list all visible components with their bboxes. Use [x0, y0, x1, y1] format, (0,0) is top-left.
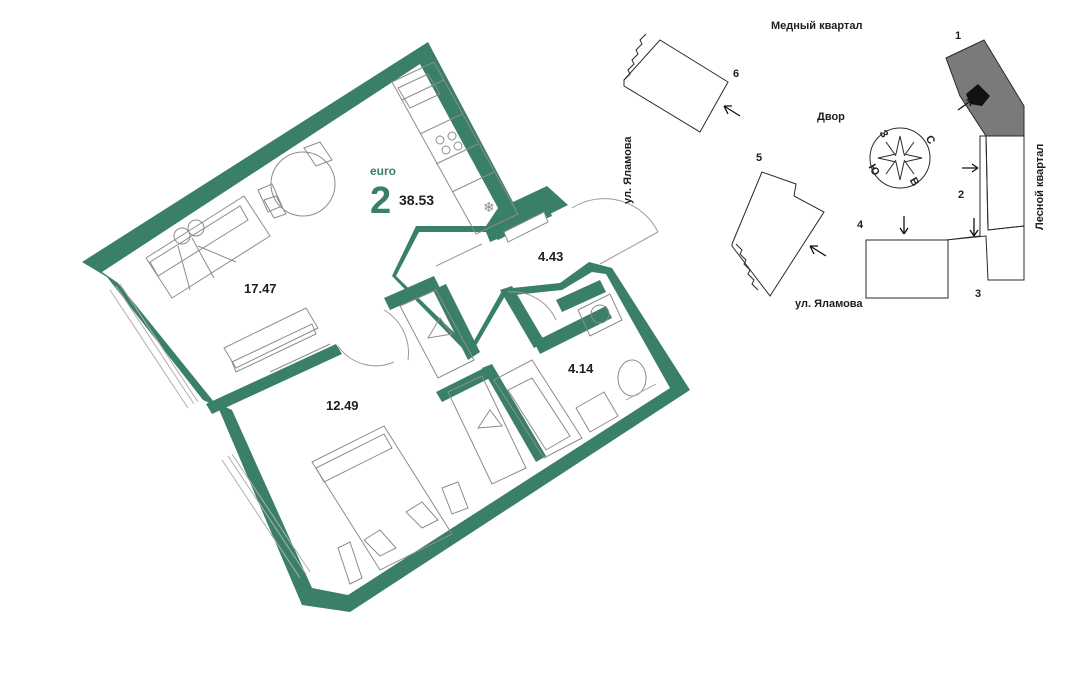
- living-kitchen-area: 17.47: [244, 281, 277, 296]
- dining-table: [257, 141, 336, 219]
- building-number-3: 3: [975, 288, 982, 300]
- bedroom-area: 12.49: [326, 398, 359, 413]
- apartment-plan: ❄: [82, 42, 690, 612]
- bathroom-fixtures: [493, 293, 657, 459]
- street-bottom-label: ул. Яламова: [795, 298, 863, 310]
- bedroom-wardrobe: [447, 375, 527, 485]
- building-2: [980, 135, 1025, 231]
- building-number-5: 5: [756, 152, 763, 164]
- courtyard-label: Двор: [817, 111, 845, 123]
- bed: [311, 425, 469, 585]
- sofa: [145, 195, 271, 299]
- tv-stand: [223, 307, 331, 373]
- building-number-4: 4: [857, 219, 864, 231]
- building-number-1: 1: [955, 30, 962, 42]
- building-number-6: 6: [733, 68, 740, 80]
- kitchen-counter: ❄: [391, 61, 519, 235]
- building-4: [865, 239, 949, 299]
- windows: [109, 283, 311, 579]
- building-number-2: 2: [958, 189, 965, 201]
- rooms-count: 2: [370, 180, 392, 222]
- svg-text:❄: ❄: [483, 200, 495, 216]
- street-top-label: ул. Яламова: [622, 136, 634, 204]
- site-plan: [623, 33, 1025, 299]
- bathroom-area: 4.14: [568, 361, 594, 376]
- radiator: [503, 211, 549, 243]
- building-6: [623, 39, 729, 133]
- east-quarter-label: Лесной квартал: [1034, 143, 1046, 230]
- compass-rose: [869, 127, 931, 189]
- apartment-class-label: euro: [370, 164, 397, 178]
- north-quarter-label: Медный квартал: [771, 20, 863, 32]
- building-3: [945, 135, 1025, 281]
- building-5: [731, 171, 825, 297]
- building-1-selected: [945, 39, 1025, 137]
- entrance-arrows: [723, 99, 979, 257]
- hallway-area: 4.43: [538, 249, 564, 264]
- doors: [337, 198, 659, 367]
- total-area: 38.53: [399, 192, 435, 208]
- wardrobe: [399, 289, 475, 379]
